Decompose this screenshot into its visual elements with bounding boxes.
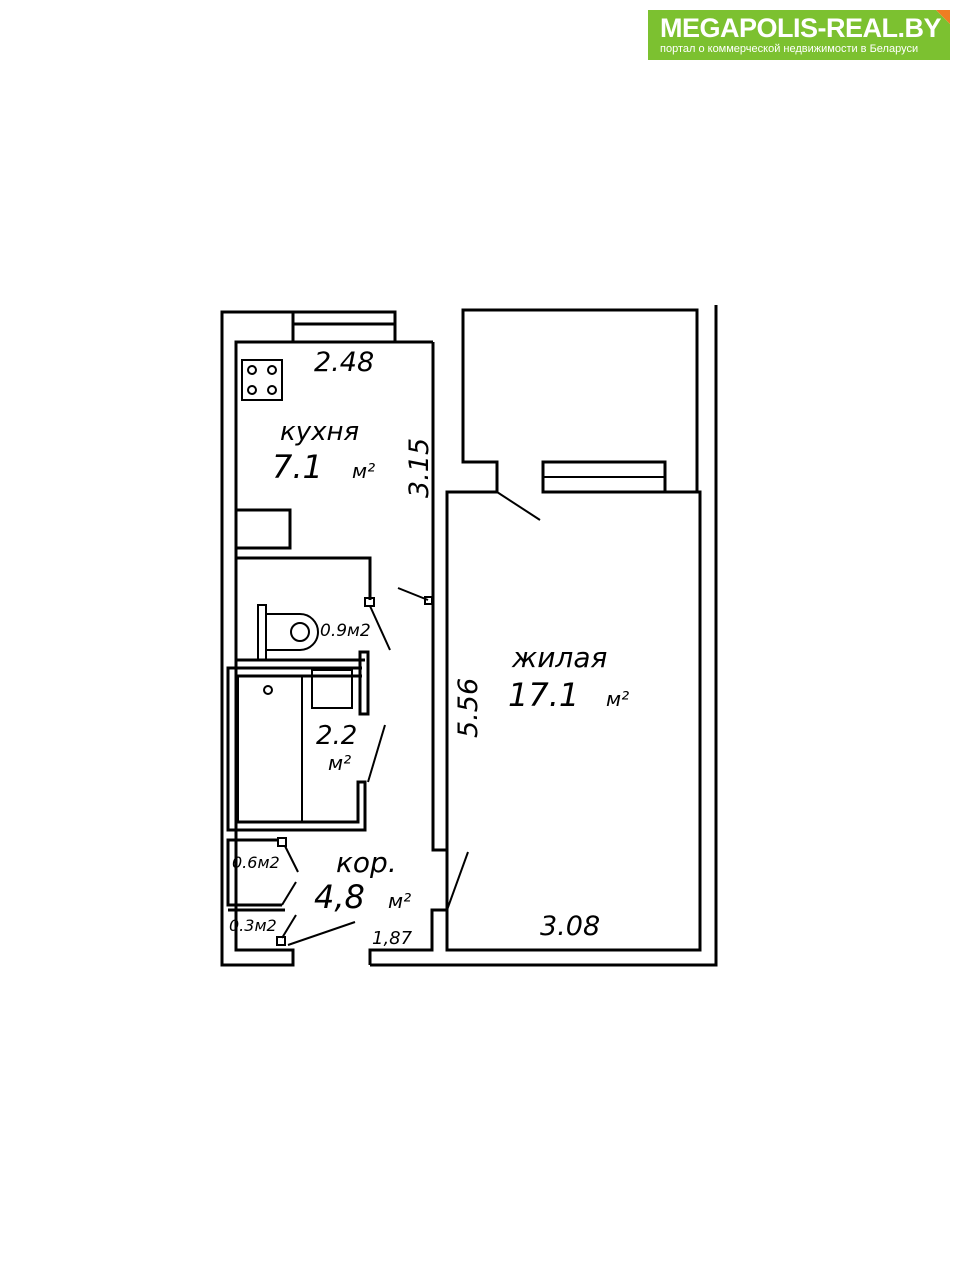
site-logo[interactable]: MEGAPOLIS-REAL.BY портал о коммерческой … — [648, 10, 950, 60]
kitchen-width: 2.48 — [314, 347, 374, 378]
logo-fold-icon — [936, 10, 950, 24]
living-unit: м² — [606, 687, 629, 711]
toilet-icon — [266, 613, 319, 651]
corridor-unit: м² — [388, 889, 411, 913]
bathroom-room — [226, 650, 386, 832]
washbasin-icon — [311, 669, 353, 709]
bathroom-area: 2.2 — [316, 721, 357, 751]
living-area: 17.1 — [508, 676, 579, 714]
walls — [220, 305, 718, 967]
kitchen-area: 7.1 — [272, 448, 323, 486]
living-label: жилая — [511, 641, 607, 674]
stove-icon — [241, 359, 283, 401]
logo-title: MEGAPOLIS-REAL.BY — [660, 13, 942, 43]
wc-room — [236, 556, 391, 662]
closet1-area: 0.6м2 — [232, 853, 280, 872]
kitchen-unit: м² — [352, 459, 375, 483]
wc-area: 0.9м2 — [320, 621, 371, 641]
closet2-area: 0.3м2 — [229, 916, 277, 935]
kitchen-length: 3.15 — [404, 438, 435, 498]
bathtub-icon — [237, 675, 303, 823]
corridor-label: кор. — [336, 846, 397, 879]
living-width: 3.08 — [540, 911, 600, 942]
bathroom-unit: м² — [328, 751, 351, 775]
logo-subtitle: портал о коммерческой недвижимости в Бел… — [660, 43, 919, 55]
kitchen-label: кухня — [280, 417, 359, 447]
corridor-area: 4,8 — [314, 878, 365, 916]
corridor-width: 1,87 — [372, 928, 413, 949]
closets — [226, 837, 356, 946]
living-length: 5.56 — [453, 678, 484, 738]
kitchen-sink-icon — [234, 508, 292, 550]
